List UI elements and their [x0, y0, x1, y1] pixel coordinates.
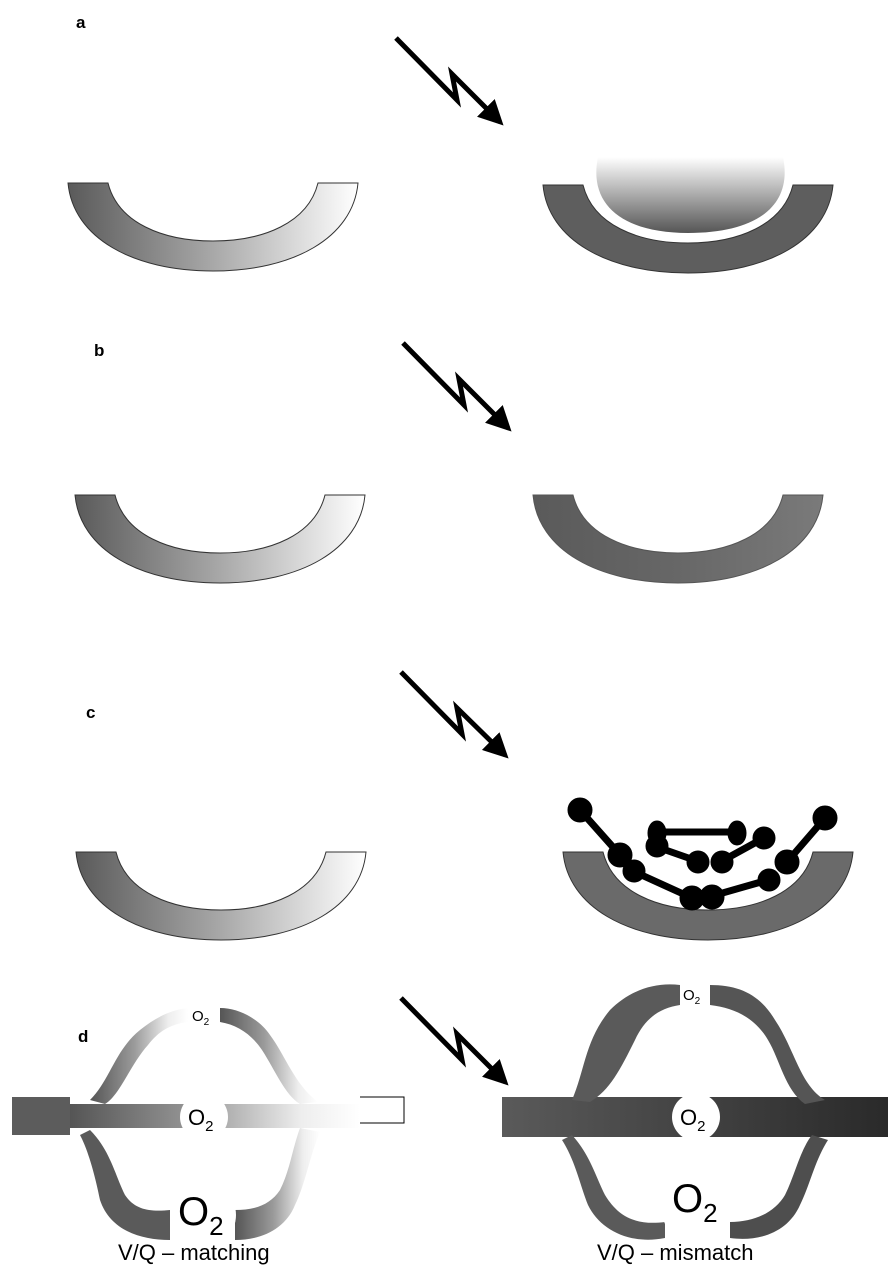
panel-label-a: a: [76, 13, 86, 32]
o2-top-right: O2: [681, 981, 709, 1009]
injury-arrow-d: [401, 998, 505, 1082]
o2-middle-right: O2: [672, 1093, 720, 1141]
alveolus-normal-a: [68, 183, 358, 271]
alveolus-normal-c: [76, 852, 366, 940]
panel-label-d: d: [78, 1027, 88, 1046]
panel-label-b: b: [94, 341, 104, 360]
o2-top-left: O2: [188, 1000, 220, 1032]
injury-arrow-c: [401, 672, 505, 755]
alveolus-fluid-a: [543, 157, 833, 273]
o2-middle-left: O2: [180, 1093, 228, 1141]
injury-arrow-a: [396, 38, 500, 122]
o2-bottom-left: O2: [170, 1182, 236, 1248]
injury-arrow-b: [403, 343, 508, 428]
alveolus-collapsed-b: [533, 495, 823, 583]
o2-bottom-right: O2: [662, 1176, 730, 1244]
alveolus-normal-b: [75, 495, 365, 583]
panel-label-c: c: [86, 703, 95, 722]
caption-vq-matching: V/Q – matching: [118, 1240, 270, 1265]
caption-vq-mismatch: V/Q – mismatch: [597, 1240, 753, 1265]
